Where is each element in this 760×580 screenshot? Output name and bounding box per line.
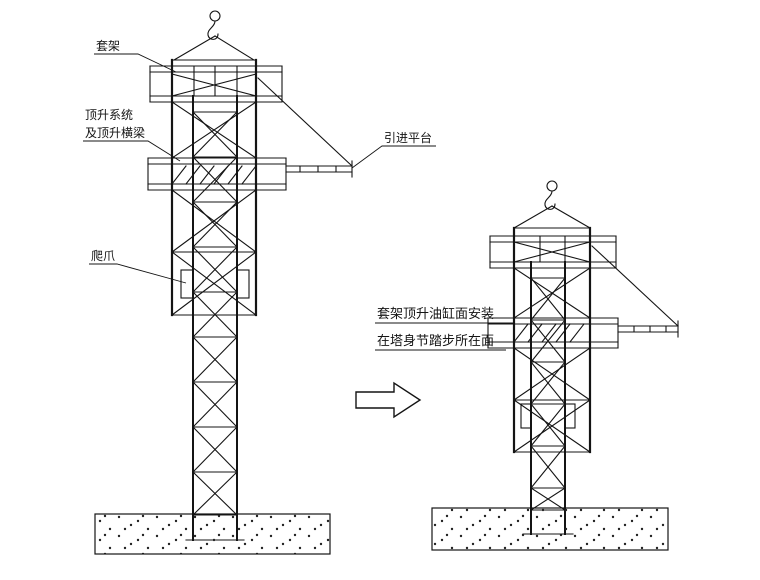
climbing-claw <box>180 269 250 299</box>
foundation-right <box>431 507 669 551</box>
mast-columns <box>192 95 238 541</box>
leader-sleeve-frame <box>94 53 177 73</box>
foundation-left <box>94 513 331 555</box>
jacking-system-label-1: 顶升系统 <box>85 108 133 122</box>
platform-stay-cable <box>257 77 353 167</box>
crane-hook-icon <box>207 10 221 40</box>
mast-horizontals <box>530 277 566 511</box>
introduction-platform <box>617 320 679 338</box>
jacking-beam-platform <box>147 157 287 191</box>
callout-texts: 套架 顶升系统 及顶升横梁 引进平台 爬爪 套架顶升油缸面安装 在塔身节踏步所在… <box>85 39 494 348</box>
leader-intro-platform <box>351 145 436 169</box>
crane-hook-icon <box>544 180 558 210</box>
left-tower <box>147 10 353 541</box>
jacking-beam-platform <box>487 317 619 349</box>
sling-lines <box>173 35 255 61</box>
jacking-system-label-2: 及顶升横梁 <box>85 125 145 140</box>
cylinder-note-line1: 套架顶升油缸面安装 <box>377 306 494 321</box>
cylinder-note-line2: 在塔身节踏步所在面 <box>377 333 494 348</box>
top-platform <box>149 65 283 103</box>
callout-leaders <box>83 53 514 351</box>
sleeve-frame-mid-bracing <box>171 101 257 159</box>
climbing-claw <box>520 403 576 429</box>
right-tower <box>487 180 679 535</box>
introduction-platform <box>285 160 353 178</box>
top-platform <box>489 235 617 269</box>
mast-lattice <box>192 111 238 516</box>
platform-stay-cable <box>591 245 679 327</box>
sleeve-frame-mid-bracing <box>513 267 591 319</box>
intro-platform-label: 引进平台 <box>384 130 432 145</box>
sling-lines <box>513 205 591 229</box>
sleeve-frame-columns <box>512 226 592 454</box>
leader-climbing-claw <box>89 263 187 284</box>
mast-lattice <box>530 277 566 511</box>
sleeve-frame-label: 套架 <box>96 39 120 53</box>
sleeve-frame-lower-bracing <box>513 347 591 453</box>
sleeve-frame-lower-bracing <box>171 189 257 316</box>
sleeve-frame-columns <box>170 58 258 317</box>
right-arrow-icon <box>355 381 422 419</box>
mast-horizontals <box>192 111 238 516</box>
climbing-claw-label: 爬爪 <box>91 249 115 263</box>
leader-jacking-system <box>83 140 181 162</box>
